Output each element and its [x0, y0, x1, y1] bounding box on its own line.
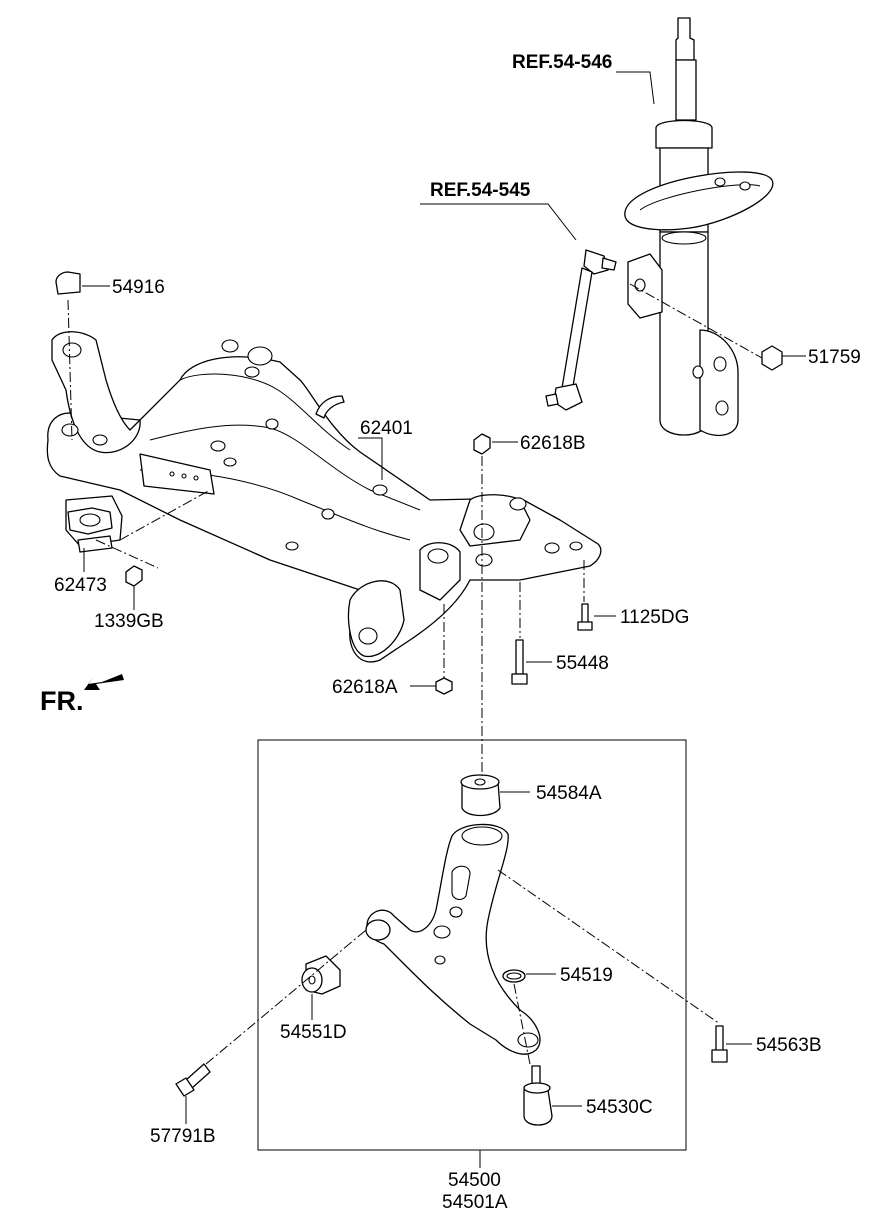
label-54500: 54500	[448, 1170, 501, 1191]
label-62401: 62401	[360, 418, 413, 439]
label-54563B: 54563B	[756, 1035, 822, 1056]
leader-lines	[82, 71, 806, 1168]
label-62618B: 62618B	[520, 433, 586, 454]
part-54530C-ball-joint[interactable]	[523, 1065, 553, 1126]
part-62618B-nut[interactable]	[473, 433, 491, 455]
part-54563B-bolt[interactable]	[711, 1025, 728, 1063]
label-62618A: 62618A	[332, 677, 398, 698]
ref-54-546-label: REF.54-546	[512, 52, 612, 73]
assembly-centerlines	[67, 283, 763, 1065]
lower-arm-assembly-box	[257, 739, 687, 1151]
label-54551D: 54551D	[280, 1022, 347, 1043]
part-62618A-nut[interactable]	[435, 677, 453, 695]
label-54584A: 54584A	[536, 783, 602, 804]
part-1125DG-bolt[interactable]	[577, 603, 593, 631]
strut-assembly[interactable]	[624, 17, 774, 437]
part-62473-mount[interactable]	[65, 495, 123, 553]
part-55448-bolt[interactable]	[511, 639, 528, 685]
fr-label: FR.	[40, 686, 84, 716]
label-54519: 54519	[560, 965, 613, 986]
callout-labels: REF.54-546 REF.54-545 54916 51759 62401 …	[54, 52, 861, 1211]
label-54501A: 54501A	[442, 1192, 508, 1211]
label-1125DG: 1125DG	[620, 607, 689, 628]
label-51759: 51759	[808, 347, 861, 368]
part-54916-pad[interactable]	[55, 271, 81, 295]
label-55448: 55448	[556, 653, 609, 674]
label-1339GB: 1339GB	[94, 611, 164, 632]
label-54916: 54916	[112, 277, 165, 298]
label-54530C: 54530C	[586, 1097, 653, 1118]
front-arrow-icon	[84, 674, 124, 690]
label-57791B: 57791B	[150, 1126, 216, 1147]
part-57791B-bolt[interactable]	[175, 1063, 211, 1097]
ref-54-545-label: REF.54-545	[430, 180, 531, 201]
part-54584A-bushing[interactable]	[460, 774, 501, 817]
subframe-crossmember[interactable]	[46, 331, 602, 663]
part-51759-nut[interactable]	[761, 345, 783, 371]
stabilizer-link[interactable]	[545, 249, 617, 411]
front-direction-indicator: FR.	[40, 674, 124, 716]
part-1339GB-nut[interactable]	[125, 565, 143, 587]
lower-control-arm[interactable]	[365, 823, 541, 1055]
label-62473: 62473	[54, 575, 107, 596]
part-54551D-bushing[interactable]	[301, 955, 341, 995]
